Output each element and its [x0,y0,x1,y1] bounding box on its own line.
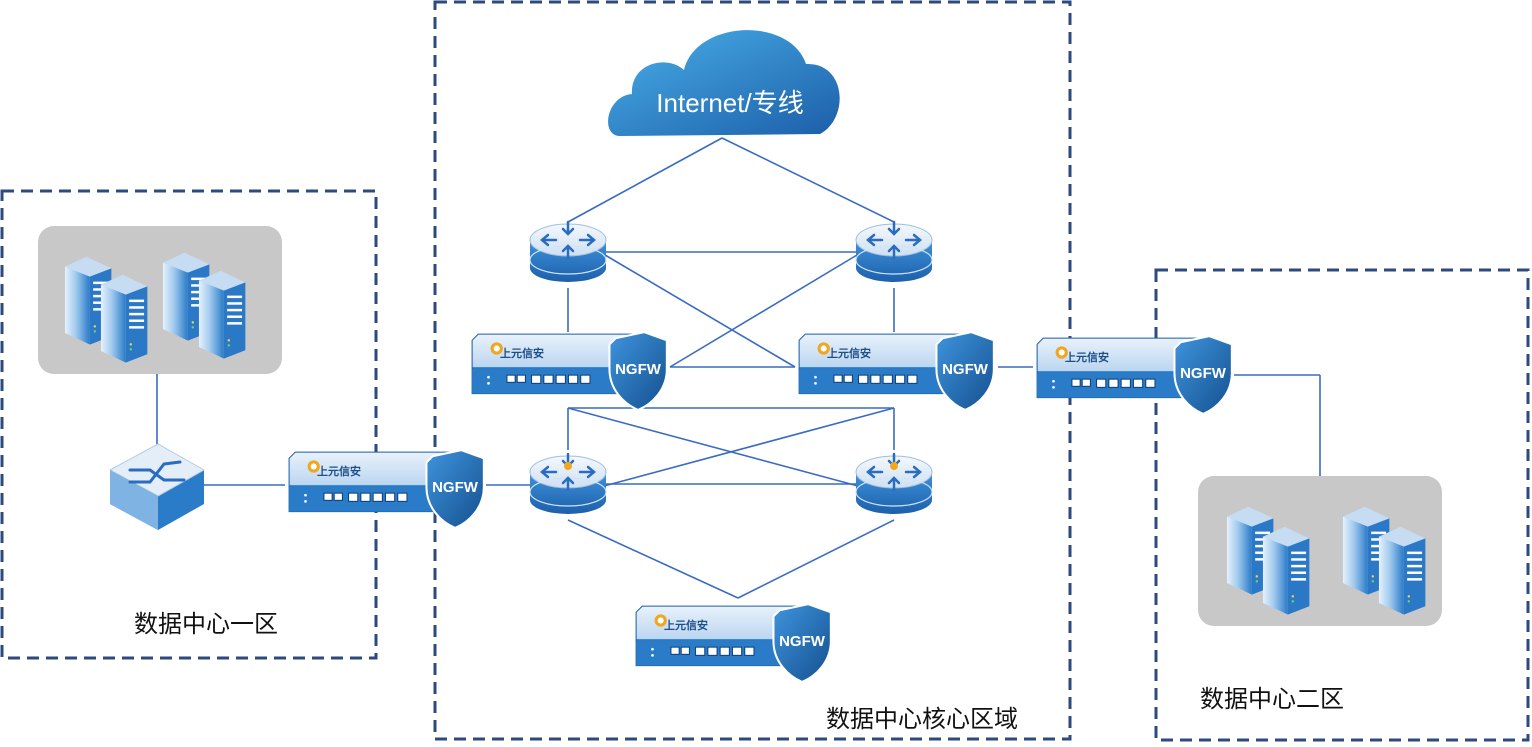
zone-border-dc2 [1154,268,1530,742]
core-router-top-left [528,220,608,284]
zone-border-dc1 [0,189,378,660]
svg-text:NGFW: NGFW [432,479,479,496]
svg-text:NGFW: NGFW [1180,365,1227,382]
server-group-dc1 [38,226,282,374]
internet-cloud: Internet/专线 [608,30,840,136]
access-switch-dc1 [108,443,206,530]
switch-core-dot-icon [564,462,572,470]
firewall-dc2-gateway: 上元信安 NGFW [1036,335,1233,414]
svg-text:上元信安: 上元信安 [827,346,871,360]
firewall-core-bottom: 上元信安 NGFW [635,603,832,682]
svg-text:NGFW: NGFW [615,361,662,378]
firewall-core-right: 上元信安 NGFW [798,331,995,410]
zone-border-core [433,0,1072,741]
zone-label-core: 数据中心核心区域 [826,705,1018,733]
svg-text:上元信安: 上元信安 [317,464,361,478]
switch-arrows-icon [128,460,186,484]
cloud-label: Internet/专线 [656,88,803,118]
svg-text:NGFW: NGFW [779,633,826,650]
switch-core-dot-icon [890,462,898,470]
svg-text:上元信安: 上元信安 [1065,350,1109,364]
svg-text:上元信安: 上元信安 [664,618,708,632]
svg-text:NGFW: NGFW [942,361,989,378]
server-group-dc2 [1198,476,1442,626]
zone-label-dc2: 数据中心二区 [1200,685,1344,713]
firewall-core-left: 上元信安 NGFW [471,331,668,410]
svg-text:上元信安: 上元信安 [500,346,544,360]
zone-label-dc1: 数据中心一区 [134,610,278,638]
core-router-top-right [854,220,934,284]
network-links [156,137,1321,599]
firewall-dc1-gateway: 上元信安 NGFW [288,449,485,528]
